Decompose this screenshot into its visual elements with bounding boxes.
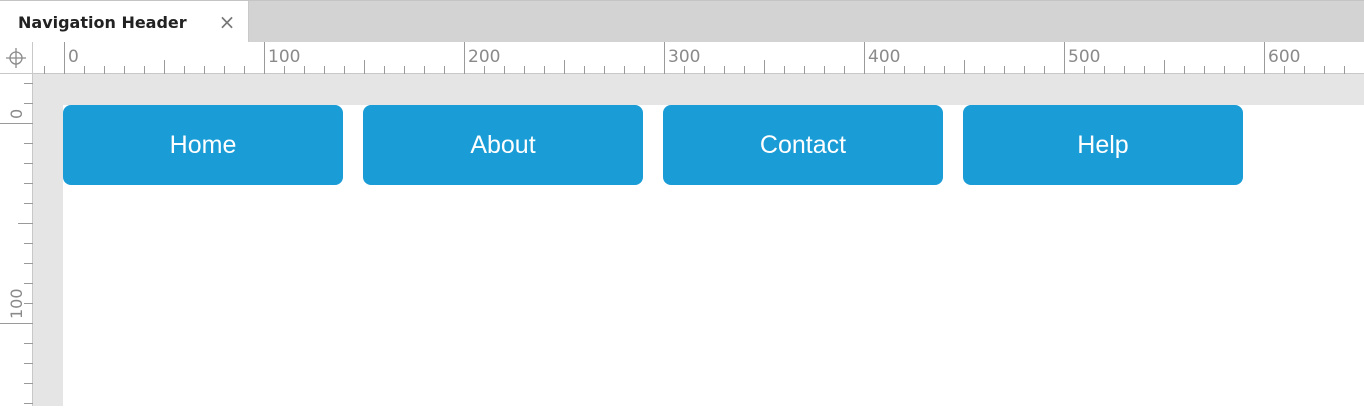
nav-button-home[interactable]: Home: [63, 105, 343, 185]
ruler-origin-button[interactable]: [0, 42, 33, 74]
vertical-ruler-scale: 0 100: [0, 83, 33, 404]
document-tab[interactable]: Navigation Header ×: [0, 1, 249, 43]
tab-title: Navigation Header: [18, 13, 187, 32]
ruler-label: 0: [68, 47, 79, 67]
close-icon[interactable]: ×: [218, 10, 236, 34]
nav-button-contact[interactable]: Contact: [663, 105, 943, 185]
ruler-label: 0: [7, 109, 26, 119]
ruler-label: 100: [7, 288, 26, 319]
vertical-ruler[interactable]: 0 100: [0, 74, 33, 406]
ruler-label: 200: [468, 47, 500, 67]
ruler-label: 500: [1068, 47, 1100, 67]
ruler-label: 400: [868, 47, 900, 67]
tab-bar: Navigation Header ×: [0, 0, 1364, 43]
ruler-label: 600: [1268, 47, 1300, 67]
ruler-label: 100: [268, 47, 300, 67]
horizontal-ruler[interactable]: 0 100 200 300 400 500 600: [33, 42, 1364, 74]
horizontal-ruler-scale: 0 100 200 300 400 500 600: [44, 42, 1345, 74]
canvas-margin-left: [33, 74, 63, 406]
nav-button-help[interactable]: Help: [963, 105, 1243, 185]
crosshair-icon: [6, 48, 26, 68]
nav-button-about[interactable]: About: [363, 105, 643, 185]
ruler-label: 300: [668, 47, 700, 67]
canvas-margin-top: [33, 74, 1364, 105]
